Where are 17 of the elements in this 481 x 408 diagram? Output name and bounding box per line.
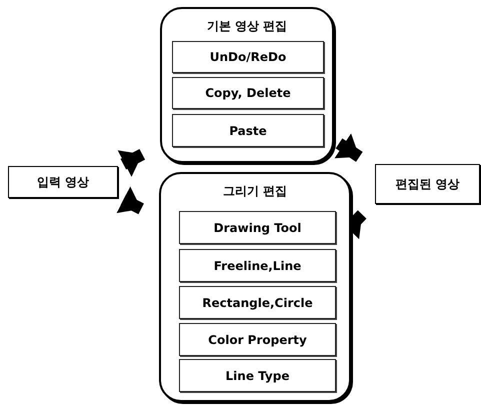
function-box: UnDo/ReDo <box>172 41 324 73</box>
panel-heading: 그리기 편집 <box>222 183 288 200</box>
block-arrow <box>118 148 146 177</box>
function-box: Freeline,Line <box>179 249 336 282</box>
function-box: Drawing Tool <box>179 211 336 244</box>
block-arrow <box>334 133 363 162</box>
image-box: 편집된 영상 <box>375 164 480 204</box>
group-panel <box>159 172 351 402</box>
group-panel <box>160 7 334 163</box>
function-box: Rectangle,Circle <box>179 286 336 319</box>
panel-heading: 기본 영상 편집 <box>206 18 288 35</box>
image-box: 입력 영상 <box>8 166 118 198</box>
block-arrow <box>116 186 144 214</box>
function-box: Color Property <box>179 323 336 356</box>
function-box: Line Type <box>179 359 336 392</box>
function-box: Paste <box>172 114 324 147</box>
function-box: Copy, Delete <box>172 77 324 109</box>
